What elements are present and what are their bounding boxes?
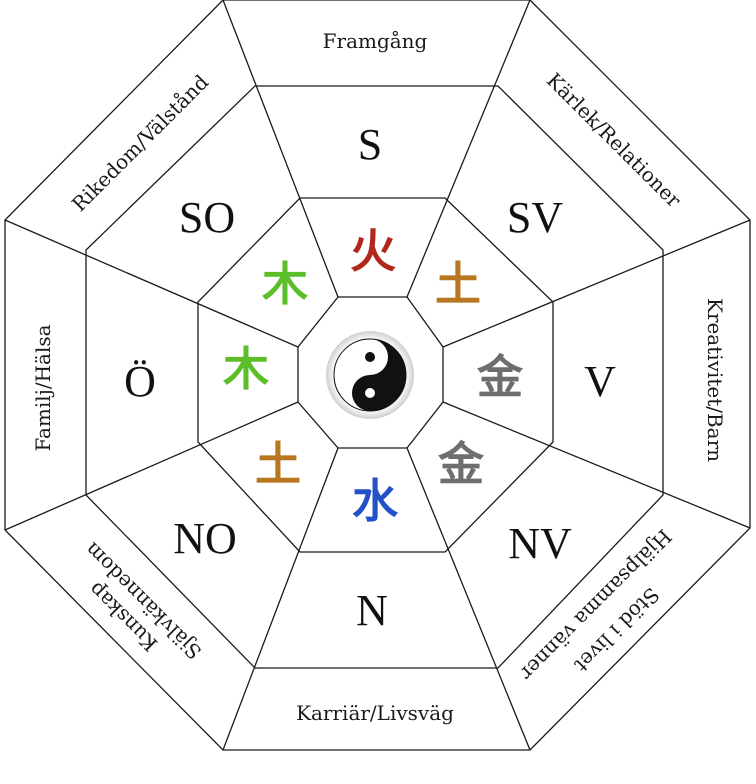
yin-yang-icon — [326, 331, 414, 419]
middle-octagon — [85, 85, 664, 669]
element-bottom-left: 土 — [255, 437, 301, 491]
area-label-right: Kreativitet/Barn — [703, 298, 727, 462]
area-label-top-right: Kärlek/Relationer — [542, 68, 686, 212]
element-left: 木 — [223, 342, 269, 396]
direction-left: Ö — [124, 357, 156, 406]
direction-top-right: SV — [507, 193, 563, 242]
area-label-top: Framgång — [323, 29, 428, 53]
element-top: 火 — [350, 224, 396, 278]
inner-octagon — [197, 197, 554, 553]
direction-top: S — [358, 120, 382, 169]
element-bottom: 水 — [352, 474, 399, 528]
direction-bottom-left: NO — [173, 514, 237, 563]
area-label-bottom: Karriär/Livsväg — [296, 701, 454, 725]
direction-right: V — [584, 357, 616, 406]
spokes — [4, 0, 751, 751]
element-bottom-right: 金 — [437, 437, 485, 491]
area-label-left: Familj/Hälsa — [31, 324, 55, 451]
direction-bottom: N — [356, 586, 388, 635]
element-top-right: 土 — [435, 257, 481, 311]
direction-bottom-right: NV — [508, 519, 572, 568]
element-top-left: 木 — [262, 257, 308, 311]
direction-top-left: SO — [179, 193, 235, 242]
element-right: 金 — [476, 350, 524, 404]
